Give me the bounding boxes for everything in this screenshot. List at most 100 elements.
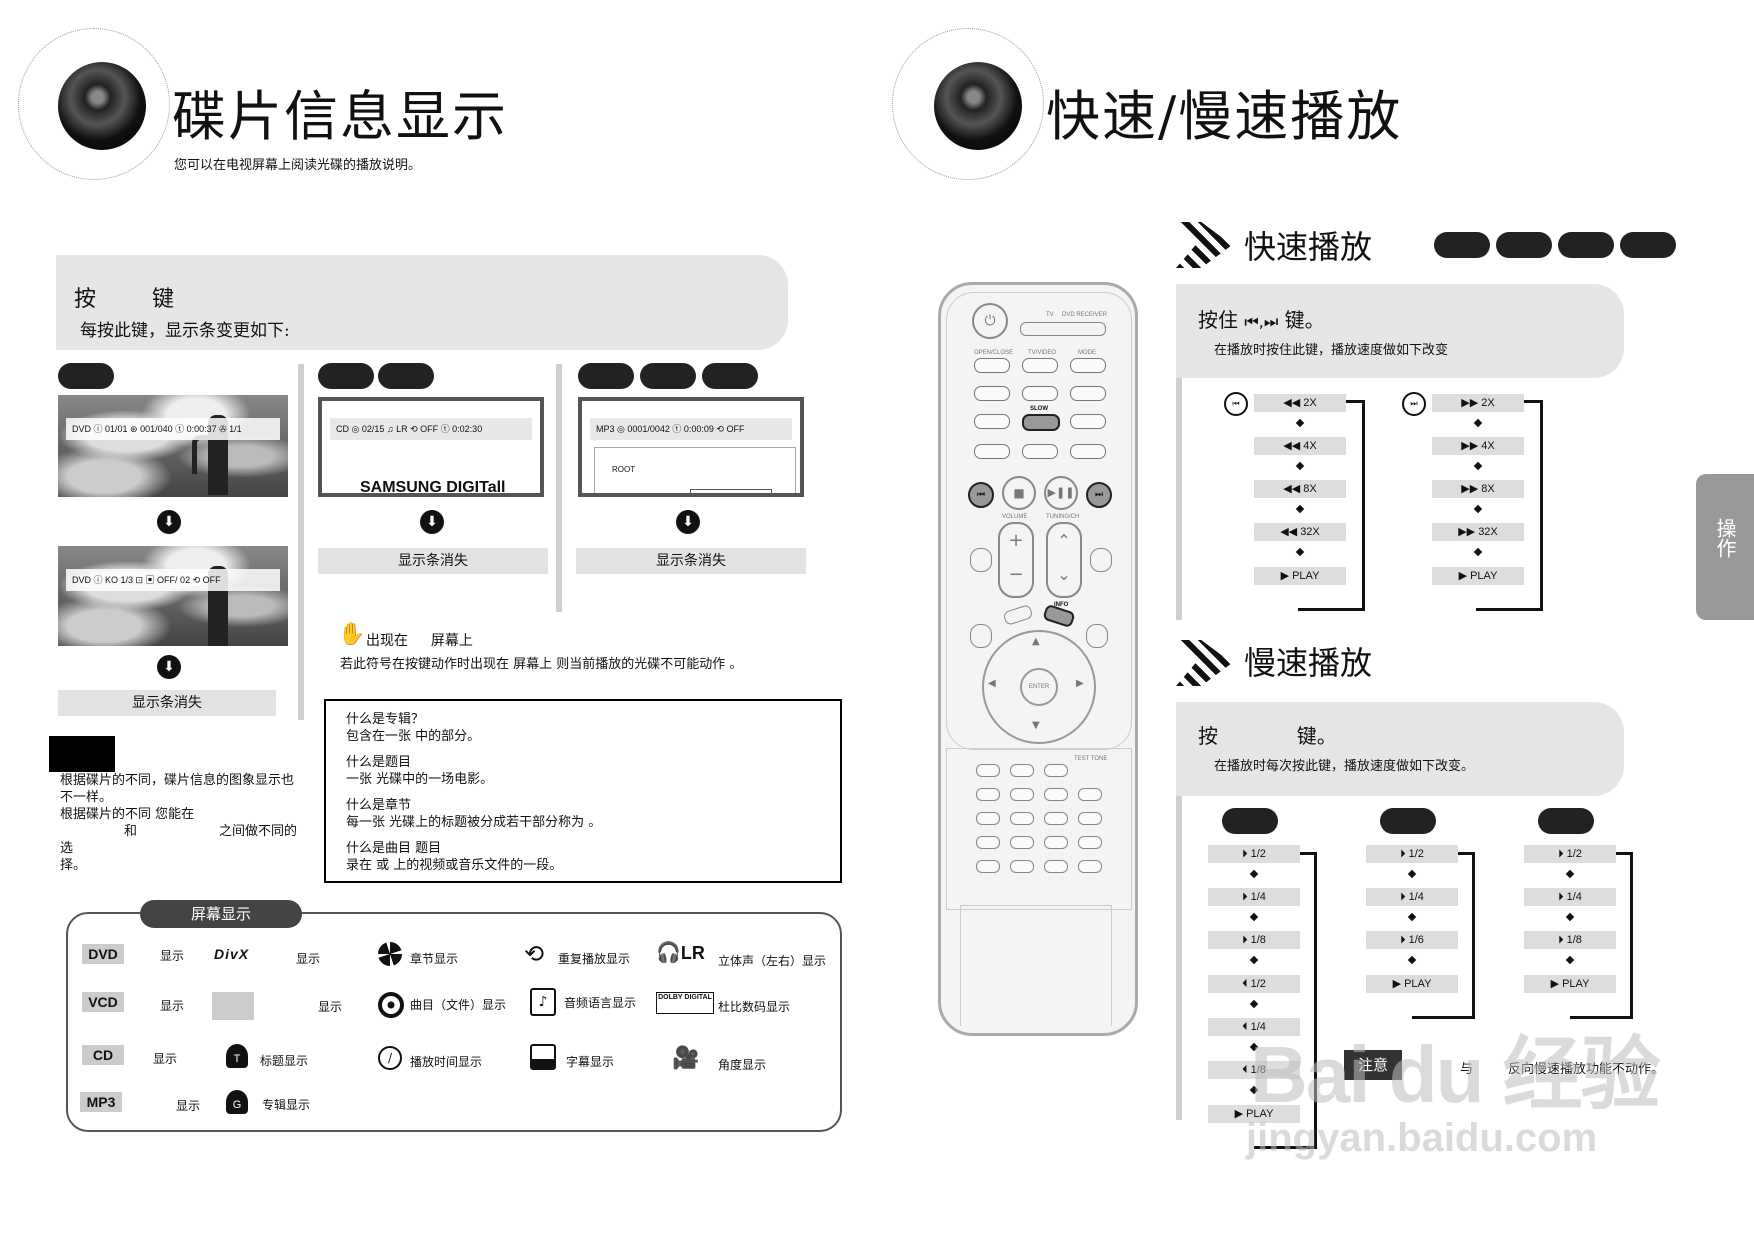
slow-step: ⏵ 1/4 <box>1366 888 1458 906</box>
chevron-heading-icon <box>1176 222 1232 268</box>
remote-label-tv-video: TV/VIDEO <box>1028 350 1057 356</box>
slow-step: ⏵ 1/8 <box>1524 931 1616 949</box>
numkey[interactable] <box>976 836 1000 849</box>
glossary-a: 每一张 光碟上的标题被分成若干部分称为 。 <box>346 815 602 830</box>
lr-icon: 🎧LR <box>656 940 705 964</box>
loop-back-line <box>1346 400 1362 403</box>
vcd-display-label: 显示 <box>318 1000 343 1014</box>
numkey[interactable] <box>976 812 1000 825</box>
power-button[interactable]: ⏻ <box>972 303 1008 339</box>
pl2-effect-button[interactable] <box>1090 548 1112 572</box>
numkey[interactable] <box>1010 764 1034 777</box>
album-display-label: 专辑显示 <box>262 1098 311 1112</box>
skip-back-button[interactable]: ⏮ <box>968 482 994 508</box>
open-close-button[interactable] <box>974 358 1010 373</box>
lr-display-label: 立体声（左右）显示 <box>718 954 827 968</box>
volume-rocker[interactable]: +− <box>998 522 1034 598</box>
numkey[interactable] <box>1044 788 1068 801</box>
loop-back-line <box>1412 852 1475 1019</box>
nav-dpad[interactable] <box>982 630 1096 744</box>
title-display-label: 标题显示 <box>260 1054 309 1068</box>
pl2-mode-button[interactable] <box>970 548 992 572</box>
slow-step: ▶ PLAY <box>1208 1105 1300 1123</box>
return-button[interactable] <box>970 624 992 648</box>
stop-button[interactable]: ■ <box>1002 476 1036 510</box>
disc-type-pill <box>1538 808 1594 834</box>
remote-label-volume: VOLUME <box>1002 514 1028 520</box>
numkey[interactable] <box>976 764 1000 777</box>
mute-button[interactable] <box>1086 624 1108 648</box>
numkey[interactable] <box>1078 812 1102 825</box>
mode-button[interactable] <box>1070 358 1106 373</box>
hand-note-title-b: 屏幕上 <box>430 633 473 649</box>
skip-forward-button[interactable]: ⏭ <box>1086 482 1112 508</box>
aux-button[interactable] <box>1070 386 1106 401</box>
mode-switch[interactable] <box>1020 322 1106 336</box>
disc-display-label: 显示 <box>160 949 185 963</box>
skip-forward-icon: ⏭ <box>1402 392 1426 416</box>
skip-keys-icon: ⏮,⏭ <box>1244 312 1279 331</box>
caution-badge: 注意 <box>1344 1050 1402 1080</box>
speed-step: ▶ PLAY <box>1254 567 1346 585</box>
chevron-heading-icon <box>1176 640 1232 686</box>
ez-view-button[interactable] <box>974 414 1010 429</box>
caution-text-a: 与 <box>1460 1062 1474 1077</box>
disc-display-label: 显示 <box>153 1052 178 1066</box>
play-pause-button[interactable]: ▶❚❚ <box>1044 476 1078 510</box>
track-display-label: 曲目（文件）显示 <box>410 998 507 1012</box>
album-icon: G <box>226 1090 248 1114</box>
numkey[interactable] <box>1010 836 1034 849</box>
dolby-display-label: 杜比数码显示 <box>718 1000 791 1014</box>
slow-step: ⏵ 1/2 <box>1524 845 1616 863</box>
slow-step: ⏴ 1/4 <box>1208 1018 1300 1036</box>
tuning-rocker[interactable]: ⌃⌄ <box>1046 522 1082 598</box>
numkey[interactable] <box>1078 788 1102 801</box>
arrow-down-icon: ⬇ <box>157 510 181 534</box>
screen-display-legend <box>66 912 842 1132</box>
numkey[interactable] <box>1010 812 1034 825</box>
baidu-watermark: Bai du 经验 <box>1250 1010 1661 1126</box>
audio-lang-display-label: 音频语言显示 <box>564 996 637 1010</box>
disc-type-pill <box>702 363 758 389</box>
tv-video-button[interactable] <box>1022 358 1058 373</box>
numkey[interactable] <box>1078 836 1102 849</box>
column-divider <box>556 364 562 612</box>
fast-key-suffix: 键。 <box>1284 308 1325 332</box>
tuner-button[interactable] <box>1022 386 1058 401</box>
disc-tag-dvd: DVD <box>82 944 124 964</box>
remote-label-open-close: OPEN/CLOSE <box>974 350 1014 356</box>
speed-step: ◀◀ 2X <box>1254 394 1346 412</box>
digest-button[interactable] <box>1022 444 1058 459</box>
arrow-down-icon: ⬇ <box>157 655 181 679</box>
subtitle-button[interactable] <box>1070 414 1106 429</box>
display-off-bar: 显示条消失 <box>576 548 806 574</box>
numkey[interactable] <box>1044 836 1068 849</box>
disc-tag-vcd: VCD <box>82 992 124 1012</box>
numkey[interactable] <box>976 788 1000 801</box>
numkey[interactable] <box>976 860 1000 873</box>
repeat-button[interactable] <box>1070 444 1106 459</box>
slow-step: ⏵ 1/2 <box>1208 845 1300 863</box>
numkey[interactable] <box>1044 812 1068 825</box>
display-off-bar: 显示条消失 <box>58 690 276 716</box>
disc-ring-graphic <box>892 28 1044 180</box>
dvd-button[interactable] <box>974 386 1010 401</box>
numkey[interactable] <box>1044 860 1068 873</box>
numkey[interactable] <box>1010 860 1034 873</box>
glossary-q: 什么是题目 <box>346 755 412 770</box>
chapter-display-label: 章节显示 <box>410 952 459 966</box>
numkey[interactable] <box>1044 764 1068 777</box>
dolby-icon: DOLBY DIGITAL <box>656 992 714 1014</box>
slow-step: ▶ PLAY <box>1366 975 1458 993</box>
slow-button[interactable] <box>1022 414 1060 431</box>
numkey[interactable] <box>1078 860 1102 873</box>
speed-step: ◀◀ 8X <box>1254 480 1346 498</box>
enter-button[interactable]: ENTER <box>1020 668 1058 706</box>
up-arrow-icon: ▲ <box>1032 636 1040 647</box>
numkey[interactable] <box>1010 788 1034 801</box>
slow-step: ⏵ 1/2 <box>1366 845 1458 863</box>
slow-step: ⏵ 1/8 <box>1208 931 1300 949</box>
step-button[interactable] <box>974 444 1010 459</box>
loop-back-line <box>1524 400 1540 403</box>
slow-step: ⏴ 1/2 <box>1208 975 1300 993</box>
